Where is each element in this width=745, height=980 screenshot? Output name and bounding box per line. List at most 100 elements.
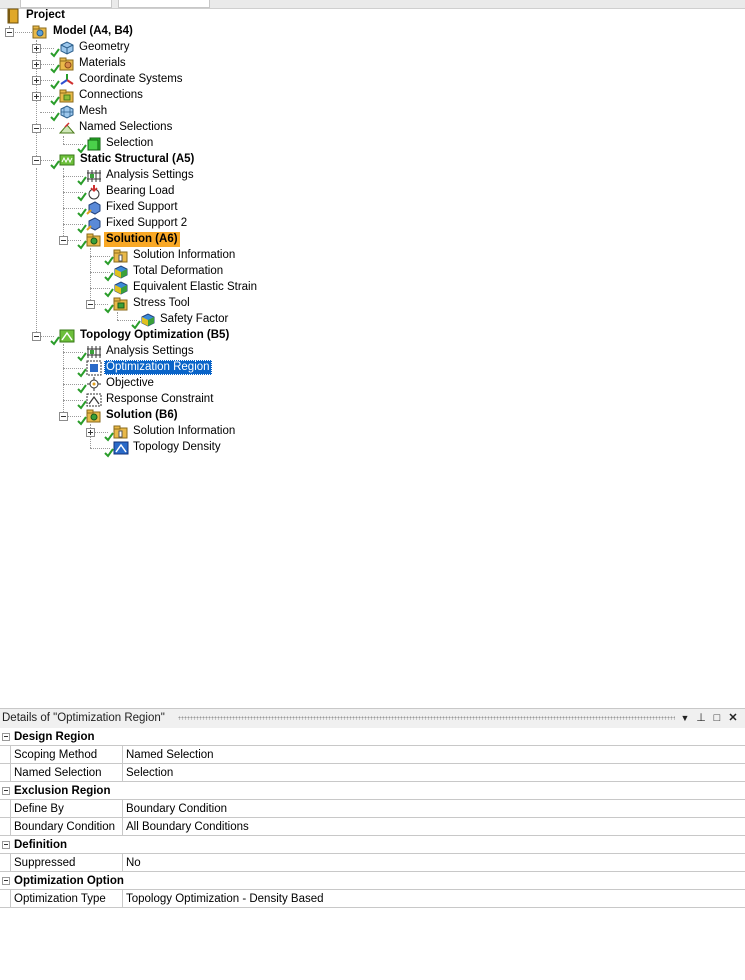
check-icon — [50, 160, 60, 170]
expand-toggle[interactable] — [86, 428, 95, 437]
fixed-support-icon — [86, 217, 101, 231]
tree-item-model[interactable]: Model (A4, B4) — [53, 25, 133, 37]
tree-item-fixed-support[interactable]: Fixed Support — [106, 201, 178, 213]
property-row[interactable]: Define By Boundary Condition — [0, 800, 745, 818]
tree-item-bearing-load[interactable]: Bearing Load — [106, 185, 175, 197]
mesh-icon — [60, 105, 74, 119]
tree-item-solution-b6[interactable]: Solution (B6) — [106, 409, 178, 421]
collapse-toggle[interactable] — [32, 156, 41, 165]
top-tab[interactable] — [20, 0, 112, 8]
stress-tool-icon — [113, 297, 128, 311]
tree-item-response-constraint[interactable]: Response Constraint — [106, 393, 214, 405]
category-row[interactable]: Definition — [0, 836, 745, 854]
collapse-toggle[interactable] — [59, 412, 68, 421]
close-icon[interactable]: ✕ — [728, 712, 738, 724]
property-value[interactable]: No — [126, 857, 141, 869]
collapse-icon[interactable] — [2, 733, 10, 741]
check-icon — [50, 64, 60, 74]
property-value[interactable]: Boundary Condition — [126, 803, 228, 815]
property-name: Boundary Condition — [14, 821, 116, 833]
dropdown-icon[interactable]: ▼ — [680, 713, 690, 723]
property-row[interactable]: Named Selection Selection — [0, 764, 745, 782]
category-row[interactable]: Exclusion Region — [0, 782, 745, 800]
pin-icon[interactable]: ⊥ — [696, 712, 706, 724]
geometry-icon — [60, 41, 74, 55]
property-row[interactable]: Optimization Type Topology Optimization … — [0, 890, 745, 908]
collapse-icon[interactable] — [2, 877, 10, 885]
outline-tree: Project Model (A4, B4) Geometry Material… — [0, 8, 745, 708]
solution-icon — [86, 233, 101, 247]
tree-item-selection[interactable]: Selection — [106, 137, 154, 149]
response-constraint-icon — [86, 393, 102, 407]
tree-item-analysis-settings[interactable]: Analysis Settings — [106, 169, 194, 181]
coordinate-systems-icon — [60, 74, 74, 85]
expand-toggle[interactable] — [32, 44, 41, 53]
tree-item-safety-factor[interactable]: Safety Factor — [160, 313, 229, 325]
check-icon — [104, 288, 114, 298]
tree-item-total-deformation[interactable]: Total Deformation — [133, 265, 224, 277]
collapse-toggle[interactable] — [86, 300, 95, 309]
category-row[interactable]: Optimization Option — [0, 872, 745, 890]
check-icon — [77, 368, 87, 378]
tree-item-connections[interactable]: Connections — [79, 89, 143, 101]
fixed-support-icon — [86, 201, 101, 215]
tree-item-static-structural[interactable]: Static Structural (A5) — [80, 153, 195, 165]
tree-item-solution-a6[interactable]: Solution (A6) — [104, 232, 180, 247]
property-value[interactable]: Named Selection — [126, 749, 214, 761]
tree-item-geometry[interactable]: Geometry — [79, 41, 130, 53]
solution-information-icon — [113, 425, 128, 439]
collapse-icon[interactable] — [2, 841, 10, 849]
solution-icon — [86, 409, 101, 423]
expand-toggle[interactable] — [32, 92, 41, 101]
property-row[interactable]: Suppressed No — [0, 854, 745, 872]
topology-density-icon — [113, 441, 129, 455]
named-selections-icon — [59, 122, 75, 134]
tree-item-named-selections[interactable]: Named Selections — [79, 121, 173, 133]
maximize-icon[interactable]: □ — [713, 712, 721, 724]
category-label: Design Region — [14, 731, 95, 743]
collapse-toggle[interactable] — [5, 28, 14, 37]
property-row[interactable]: Scoping Method Named Selection — [0, 746, 745, 764]
tree-item-equivalent-elastic-strain[interactable]: Equivalent Elastic Strain — [133, 281, 258, 293]
check-icon — [131, 320, 141, 330]
check-icon — [104, 448, 114, 458]
tree-item-topology-optimization[interactable]: Topology Optimization (B5) — [80, 329, 230, 341]
property-name: Suppressed — [14, 857, 76, 869]
tree-item-solution-information-b[interactable]: Solution Information — [133, 425, 236, 437]
tree-item-topology-density[interactable]: Topology Density — [133, 441, 221, 453]
tree-item-coordinate-systems[interactable]: Coordinate Systems — [79, 73, 183, 85]
collapse-toggle[interactable] — [59, 236, 68, 245]
top-tab[interactable] — [118, 0, 210, 8]
check-icon — [77, 144, 87, 154]
tree-item-materials[interactable]: Materials — [79, 57, 126, 69]
property-row[interactable]: Boundary Condition All Boundary Conditio… — [0, 818, 745, 836]
optimization-region-icon — [86, 360, 102, 376]
property-name: Scoping Method — [14, 749, 98, 761]
tree-item-objective[interactable]: Objective — [106, 377, 154, 389]
collapse-icon[interactable] — [2, 787, 10, 795]
check-icon — [104, 272, 114, 282]
collapse-toggle[interactable] — [32, 124, 41, 133]
collapse-toggle[interactable] — [32, 332, 41, 341]
expand-toggle[interactable] — [32, 60, 41, 69]
tree-item-solution-information[interactable]: Solution Information — [133, 249, 236, 261]
tree-item-project[interactable]: Project — [26, 9, 65, 21]
check-icon — [77, 192, 87, 202]
top-tab-strip — [0, 0, 745, 9]
tree-item-optimization-region[interactable]: Optimization Region — [104, 360, 212, 375]
property-value[interactable]: All Boundary Conditions — [126, 821, 249, 833]
expand-toggle[interactable] — [32, 76, 41, 85]
tree-item-stress-tool[interactable]: Stress Tool — [133, 297, 190, 309]
category-row[interactable]: Design Region — [0, 728, 745, 746]
tree-item-analysis-settings-b[interactable]: Analysis Settings — [106, 345, 194, 357]
details-title: Details of "Optimization Region" — [2, 712, 165, 724]
check-icon — [104, 304, 114, 314]
check-icon — [77, 416, 87, 426]
tree-item-mesh[interactable]: Mesh — [79, 105, 108, 117]
bearing-load-icon — [88, 185, 100, 200]
property-value[interactable]: Selection — [126, 767, 174, 779]
drag-grip[interactable] — [178, 716, 675, 720]
tree-item-fixed-support-2[interactable]: Fixed Support 2 — [106, 217, 188, 229]
check-icon — [50, 96, 60, 106]
property-value[interactable]: Topology Optimization - Density Based — [126, 893, 324, 905]
